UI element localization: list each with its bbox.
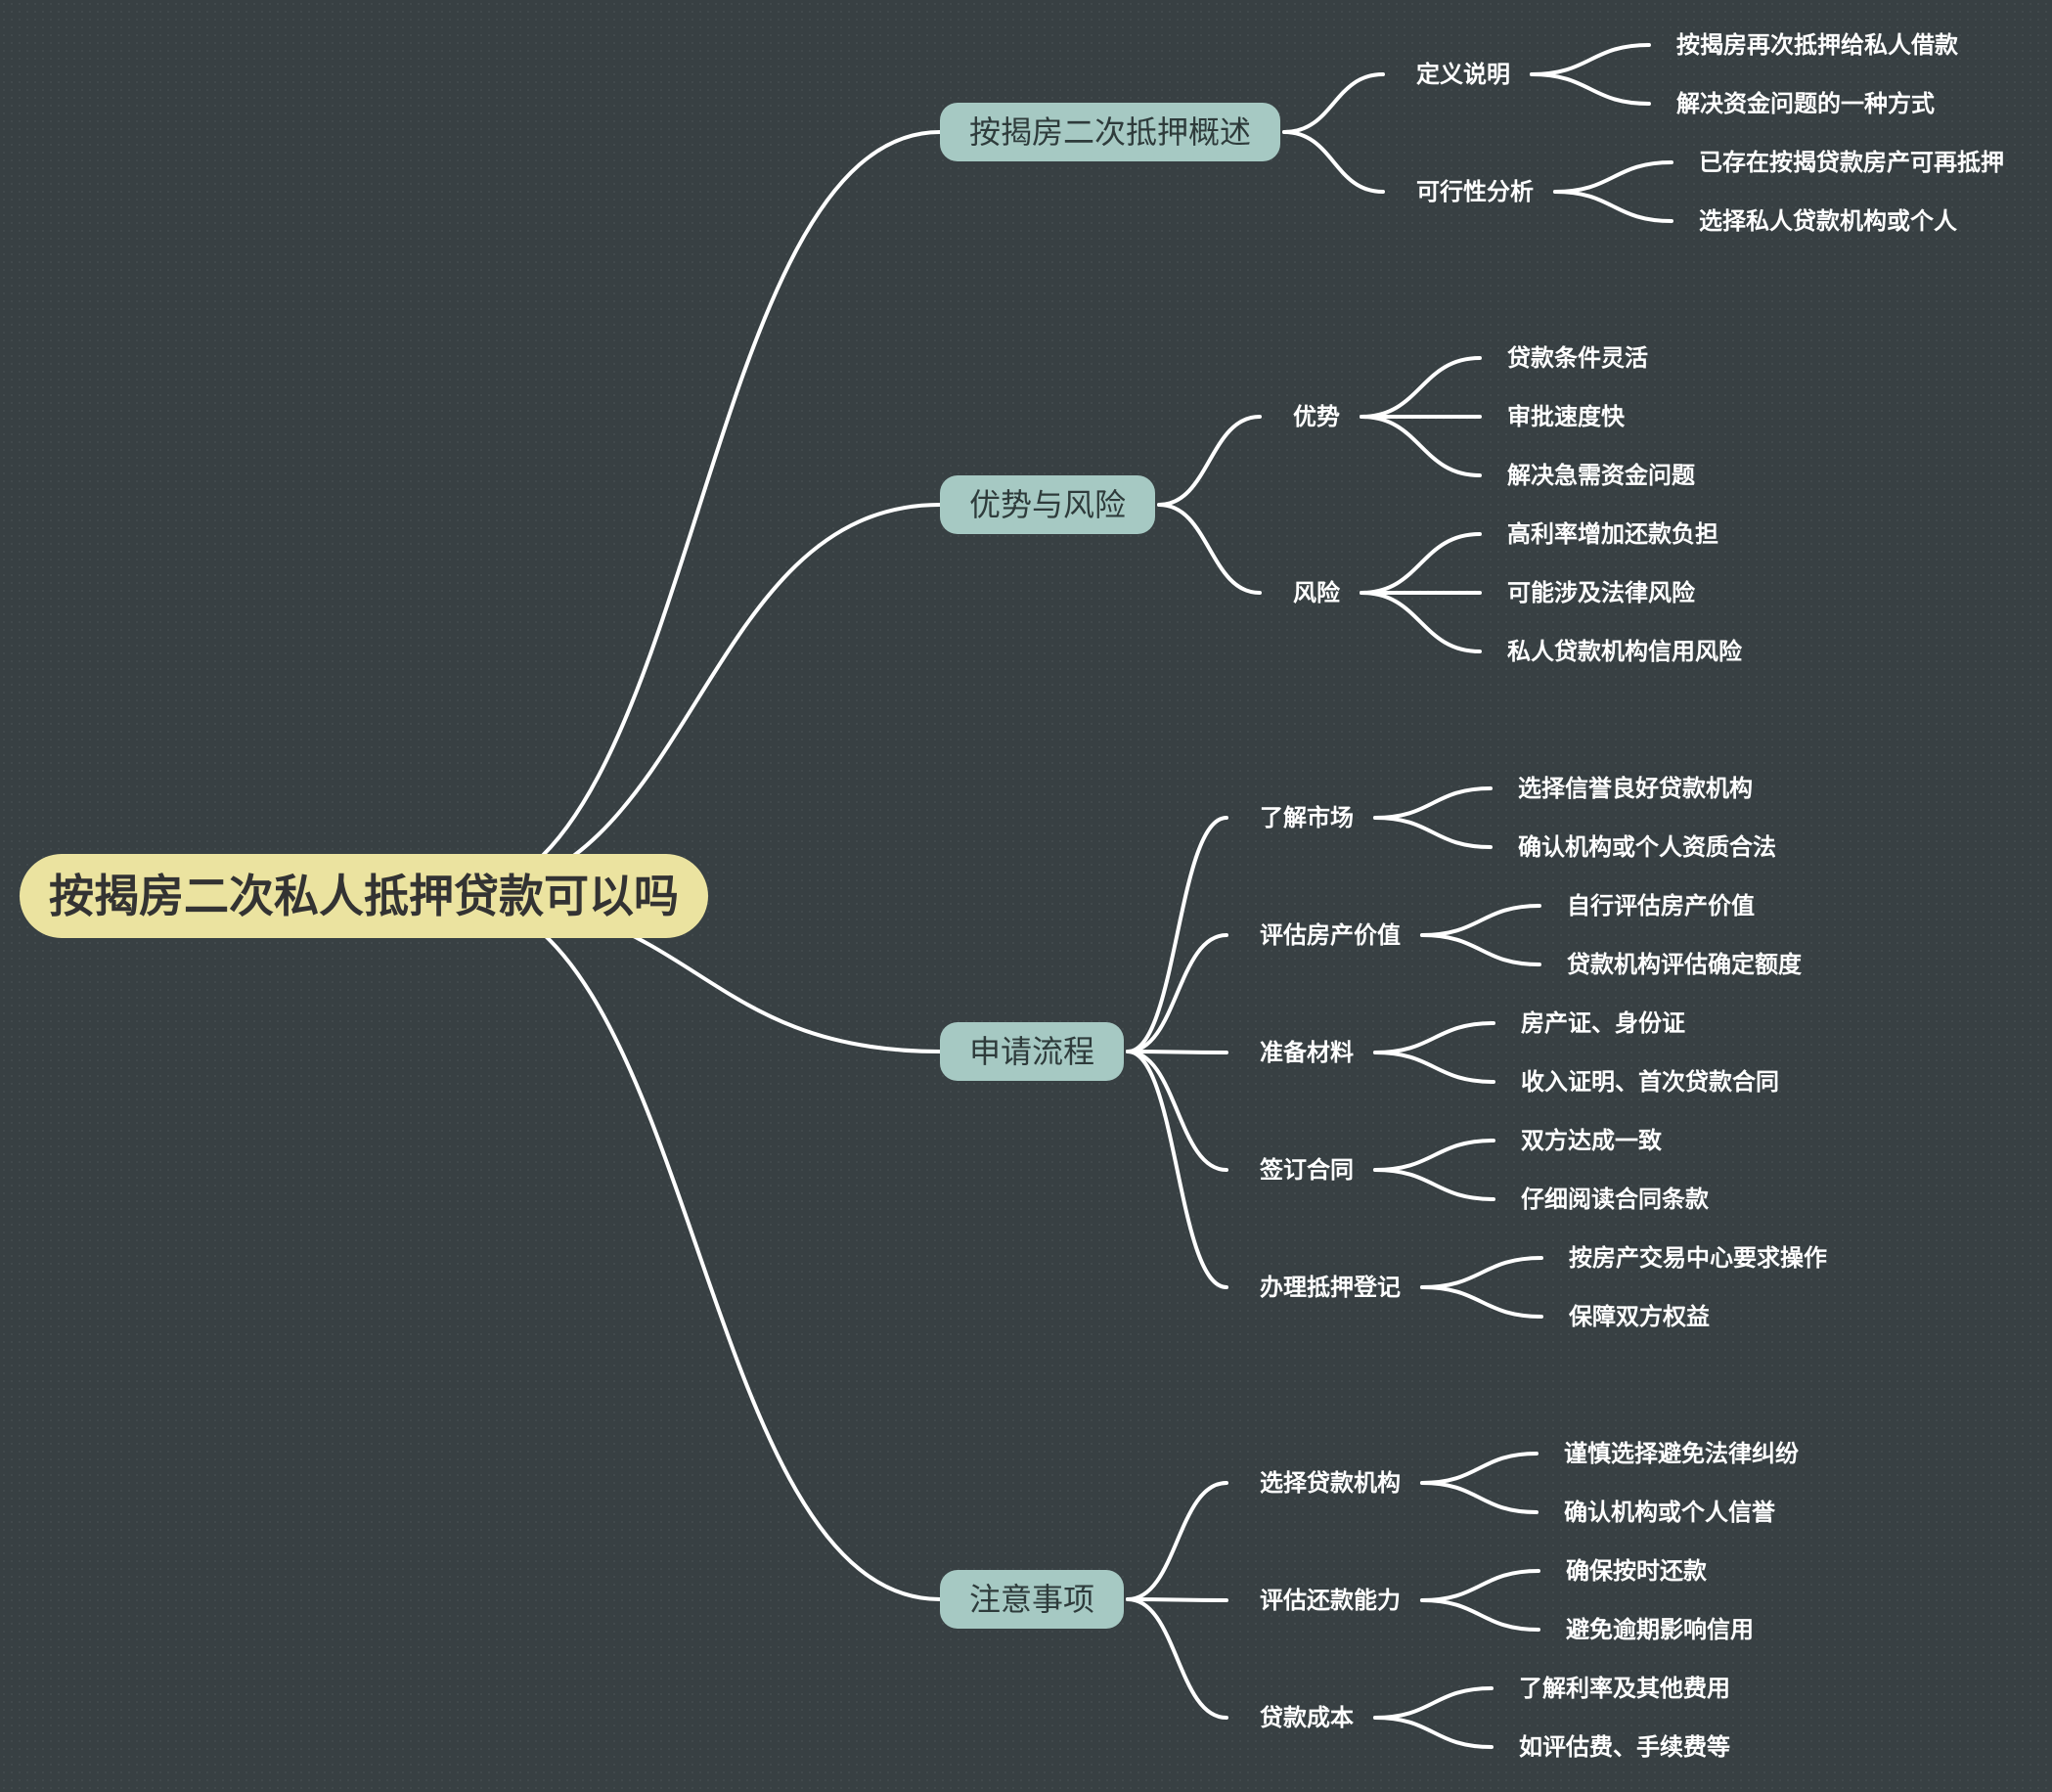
leaf-advantages-2[interactable]: 审批速度快: [1507, 403, 1625, 430]
leaf-advantages-3[interactable]: 解决急需资金问题: [1507, 462, 1695, 489]
connector-branch-2-sub-3: [1126, 1050, 1228, 1172]
leaf-risks-2[interactable]: 可能涉及法律风险: [1507, 579, 1695, 606]
leaf-risks-1[interactable]: 高利率增加还款负担: [1507, 520, 1718, 548]
connector-branch-2-sub-0: [1126, 816, 1228, 1053]
leaf-market-2[interactable]: 确认机构或个人资质合法: [1518, 833, 1776, 861]
connector-branch-2-sub-2: [1126, 1050, 1228, 1054]
connector-sub-0-0-leaf-0: [1530, 43, 1651, 76]
leaf-repayment-2[interactable]: 避免逾期影响信用: [1566, 1616, 1754, 1643]
connector-sub-1-1-leaf-0: [1360, 532, 1482, 595]
subtopic-feasibility[interactable]: 可行性分析: [1416, 178, 1534, 205]
connector-sub-3-0-leaf-1: [1420, 1481, 1539, 1514]
connector-sub-0-0-leaf-1: [1530, 72, 1651, 106]
leaf-materials-2[interactable]: 收入证明、首次贷款合同: [1521, 1068, 1779, 1096]
subtopic-market[interactable]: 了解市场: [1260, 804, 1354, 831]
leaf-contract-2[interactable]: 仔细阅读合同条款: [1521, 1186, 1709, 1213]
leaf-feasibility-2[interactable]: 选择私人贷款机构或个人: [1699, 207, 1957, 235]
branch-overview[interactable]: 按揭房二次抵押概述: [940, 103, 1281, 161]
connector-sub-2-1-leaf-1: [1420, 933, 1541, 966]
connector-root-branch-1: [452, 503, 942, 898]
connector-root-branch-3: [452, 894, 942, 1601]
connector-sub-2-3-leaf-0: [1373, 1139, 1495, 1172]
leaf-registration-1[interactable]: 按房产交易中心要求操作: [1569, 1244, 1827, 1272]
leaf-cost-2[interactable]: 如评估费、手续费等: [1519, 1733, 1730, 1761]
leaf-advantages-1[interactable]: 贷款条件灵活: [1507, 344, 1648, 372]
branch-pros-risks[interactable]: 优势与风险: [940, 475, 1156, 534]
connector-branch-2-sub-4: [1126, 1050, 1228, 1289]
connector-sub-2-1-leaf-0: [1420, 904, 1541, 937]
connector-branch-0-sub-1: [1282, 130, 1385, 194]
leaf-registration-2[interactable]: 保障双方权益: [1569, 1303, 1710, 1330]
subtopic-cost[interactable]: 贷款成本: [1260, 1704, 1354, 1731]
connector-branch-0-sub-0: [1282, 72, 1385, 134]
subtopic-advantages[interactable]: 优势: [1293, 403, 1340, 430]
connector-sub-1-1-leaf-2: [1360, 591, 1482, 653]
connector-branch-1-sub-0: [1157, 415, 1262, 507]
connector-sub-2-0-leaf-0: [1373, 786, 1493, 820]
connector-sub-2-4-leaf-0: [1420, 1256, 1543, 1289]
leaf-market-1[interactable]: 选择信誉良好贷款机构: [1518, 775, 1753, 802]
connector-sub-0-1-leaf-1: [1553, 190, 1673, 223]
subtopic-repayment[interactable]: 评估还款能力: [1260, 1587, 1401, 1614]
leaf-feasibility-1[interactable]: 已存在按揭贷款房产可再抵押: [1699, 149, 2004, 176]
subtopic-risks[interactable]: 风险: [1293, 579, 1340, 606]
subtopic-materials[interactable]: 准备材料: [1260, 1039, 1354, 1066]
connector-sub-2-3-leaf-1: [1373, 1168, 1495, 1201]
connector-branch-1-sub-1: [1157, 503, 1262, 595]
branch-notes[interactable]: 注意事项: [940, 1570, 1125, 1629]
connector-branch-2-sub-1: [1126, 933, 1228, 1053]
connector-branch-3-sub-0: [1126, 1481, 1228, 1601]
connector-sub-1-0-leaf-0: [1360, 356, 1482, 419]
connector-root-branch-0: [452, 130, 942, 898]
leaf-contract-1[interactable]: 双方达成一致: [1521, 1127, 1662, 1154]
leaf-cost-1[interactable]: 了解利率及其他费用: [1519, 1675, 1730, 1702]
connector-sub-3-2-leaf-1: [1373, 1716, 1494, 1749]
leaf-risks-3[interactable]: 私人贷款机构信用风险: [1507, 638, 1742, 665]
branch-process[interactable]: 申请流程: [940, 1022, 1125, 1081]
leaf-definition-1[interactable]: 按揭房再次抵押给私人借款: [1676, 31, 1958, 59]
root-topic[interactable]: 按揭房二次私人抵押贷款可以吗: [20, 854, 708, 938]
subtopic-definition[interactable]: 定义说明: [1416, 61, 1510, 88]
connector-sub-3-1-leaf-1: [1420, 1598, 1540, 1632]
leaf-valuation-1[interactable]: 自行评估房产价值: [1567, 892, 1755, 919]
connector-sub-2-4-leaf-1: [1420, 1285, 1543, 1319]
subtopic-valuation[interactable]: 评估房产价值: [1260, 921, 1401, 949]
leaf-valuation-2[interactable]: 贷款机构评估确定额度: [1567, 951, 1802, 978]
connector-sub-0-1-leaf-0: [1553, 160, 1673, 194]
connector-sub-1-0-leaf-2: [1360, 415, 1482, 477]
connector-branch-3-sub-2: [1126, 1597, 1228, 1720]
leaf-definition-2[interactable]: 解决资金问题的一种方式: [1676, 90, 1935, 117]
subtopic-lender-choice[interactable]: 选择贷款机构: [1260, 1469, 1401, 1497]
leaf-repayment-1[interactable]: 确保按时还款: [1566, 1557, 1707, 1585]
connector-sub-2-0-leaf-1: [1373, 816, 1493, 849]
leaf-lender-choice-2[interactable]: 确认机构或个人信誉: [1564, 1499, 1775, 1526]
connector-sub-3-1-leaf-0: [1420, 1569, 1540, 1602]
connector-branch-3-sub-1: [1126, 1597, 1228, 1602]
leaf-lender-choice-1[interactable]: 谨慎选择避免法律纠纷: [1564, 1440, 1799, 1467]
subtopic-registration[interactable]: 办理抵押登记: [1260, 1274, 1401, 1301]
connector-sub-2-2-leaf-1: [1373, 1051, 1495, 1084]
leaf-materials-1[interactable]: 房产证、身份证: [1521, 1009, 1685, 1037]
connector-sub-3-0-leaf-0: [1420, 1452, 1539, 1485]
subtopic-contract[interactable]: 签订合同: [1260, 1156, 1354, 1184]
connector-sub-3-2-leaf-0: [1373, 1686, 1494, 1720]
connector-sub-2-2-leaf-0: [1373, 1021, 1495, 1054]
